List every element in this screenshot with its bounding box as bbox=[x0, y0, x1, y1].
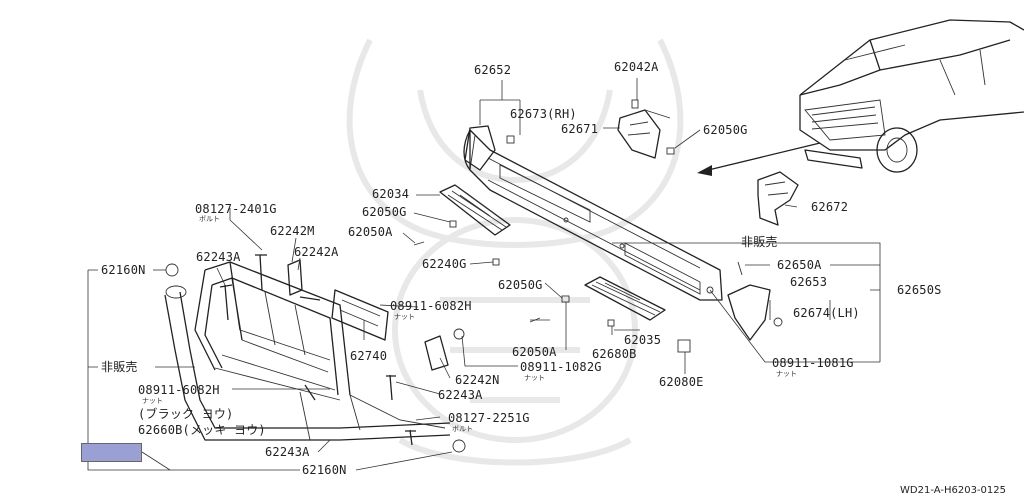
label-62080E: 62080E bbox=[659, 375, 704, 389]
bracket-62242A bbox=[287, 259, 303, 296]
label-62242N: 62242N bbox=[455, 373, 500, 387]
label-08911-1082G: 08911-1082G bbox=[520, 360, 602, 374]
label-62680B: 62680B bbox=[592, 347, 637, 361]
label-62650A: 62650A bbox=[777, 258, 822, 272]
label-62653: 62653 bbox=[790, 275, 828, 289]
label-62050G-top: 62050G bbox=[703, 123, 748, 137]
highlight-box bbox=[81, 443, 142, 462]
label-62034: 62034 bbox=[372, 187, 410, 201]
bracket-62672 bbox=[757, 171, 799, 226]
bumper-guard bbox=[164, 261, 451, 441]
label-nut-6082H-a: ナット bbox=[394, 313, 415, 321]
label-62671: 62671 bbox=[561, 122, 599, 136]
label-not-for-sale-right: 非販売 bbox=[741, 235, 778, 249]
label-not-for-sale-left: 非販売 bbox=[101, 360, 138, 374]
label-62672: 62672 bbox=[811, 200, 849, 214]
diagram-code: WD21-A-H6203-0125 bbox=[900, 485, 1006, 496]
label-62674: 62674(LH) bbox=[793, 306, 860, 320]
label-62652: 62652 bbox=[474, 63, 512, 77]
label-62243A-top: 62243A bbox=[196, 250, 241, 264]
label-62050A-b: 62050A bbox=[512, 345, 557, 359]
leader-lines bbox=[87, 78, 881, 471]
label-62240G: 62240G bbox=[422, 257, 467, 271]
grille-62034 bbox=[439, 184, 511, 236]
bracket-62740 bbox=[331, 289, 389, 341]
label-08911-6082H-a: 08911-6082H bbox=[390, 299, 472, 313]
label-62673: 62673(RH) bbox=[510, 107, 577, 121]
label-62242A: 62242A bbox=[294, 245, 339, 259]
label-nut-1081G: ナット bbox=[776, 370, 797, 378]
label-62242M: 62242M bbox=[270, 224, 315, 238]
bracket-62671 bbox=[617, 109, 671, 159]
bolts bbox=[219, 254, 416, 446]
label-62650S: 62650S bbox=[897, 283, 942, 297]
label-62243A-bot: 62243A bbox=[265, 445, 310, 459]
label-62042A: 62042A bbox=[614, 60, 659, 74]
watermark bbox=[346, 38, 684, 466]
direction-arrow bbox=[697, 142, 821, 176]
bracket-62242N bbox=[424, 335, 449, 371]
label-nut-1082G: ナット bbox=[524, 374, 545, 382]
grille-62035 bbox=[584, 276, 666, 321]
label-62740: 62740 bbox=[350, 349, 388, 363]
label-08911-1081G: 08911-1081G bbox=[772, 356, 854, 370]
label-62035: 62035 bbox=[624, 333, 662, 347]
label-62660B: 62660B(メッキ ヨウ) bbox=[138, 423, 266, 437]
bumper-end-left bbox=[464, 125, 496, 171]
label-62243A-mid: 62243A bbox=[438, 388, 483, 402]
label-bolt-2251G: ボルト bbox=[452, 425, 473, 433]
label-62050A-a: 62050A bbox=[348, 225, 393, 239]
label-08127-2401G: 08127-2401G bbox=[195, 202, 277, 216]
label-62160N-bot: 62160N bbox=[302, 463, 347, 477]
label-62160N-top: 62160N bbox=[101, 263, 146, 277]
label-nut-6082H-b: ナット bbox=[142, 397, 163, 405]
truck-illustration bbox=[799, 19, 1024, 173]
label-62050G-b: 62050G bbox=[498, 278, 543, 292]
front-bumper bbox=[463, 129, 723, 301]
label-62050G-a: 62050G bbox=[362, 205, 407, 219]
label-bolt-2401G: ボルト bbox=[199, 215, 220, 223]
label-08911-6082H-b: 08911-6082H bbox=[138, 383, 220, 397]
label-08127-2251G: 08127-2251G bbox=[448, 411, 530, 425]
label-black-note: (ブラック ヨウ) bbox=[138, 407, 234, 421]
bumper-corner-right bbox=[727, 284, 771, 341]
